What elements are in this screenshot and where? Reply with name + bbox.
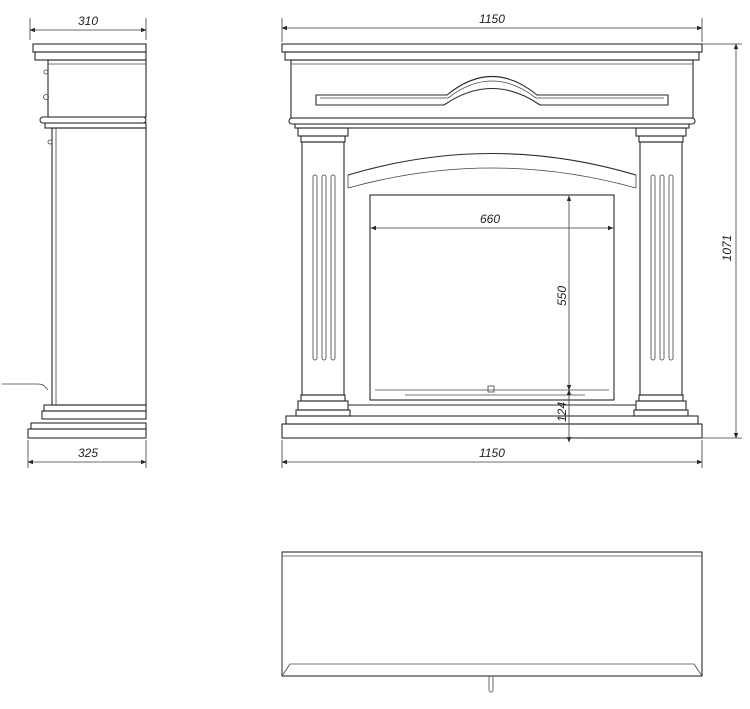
front-base-width-label: 1150: [479, 446, 505, 460]
left-column: [295, 127, 351, 417]
side-base-dimension: 325: [27, 440, 147, 468]
side-top-dimension: 310: [29, 14, 147, 40]
hearth-height-label: 124: [555, 402, 569, 422]
right-column: [633, 127, 689, 417]
side-view: 310 325: [2, 14, 147, 468]
front-top-width-label: 1150: [479, 12, 505, 26]
opening-width-dimension: 660: [370, 212, 614, 231]
top-view: [281, 551, 703, 693]
hearth-height-dimension: 124: [555, 389, 578, 443]
opening-height-dimension: 550: [555, 195, 572, 391]
front-top-dimension: 1150: [281, 12, 703, 42]
side-top-width-label: 310: [78, 14, 98, 28]
opening-height-label: 550: [555, 286, 569, 306]
overall-height-dimension: 1071: [702, 43, 742, 439]
side-base-width-label: 325: [78, 446, 98, 460]
front-base-dimension: 1150: [281, 440, 703, 468]
overall-height-label: 1071: [720, 235, 734, 262]
opening-width-label: 660: [480, 212, 500, 226]
front-view: 1150: [281, 12, 742, 468]
